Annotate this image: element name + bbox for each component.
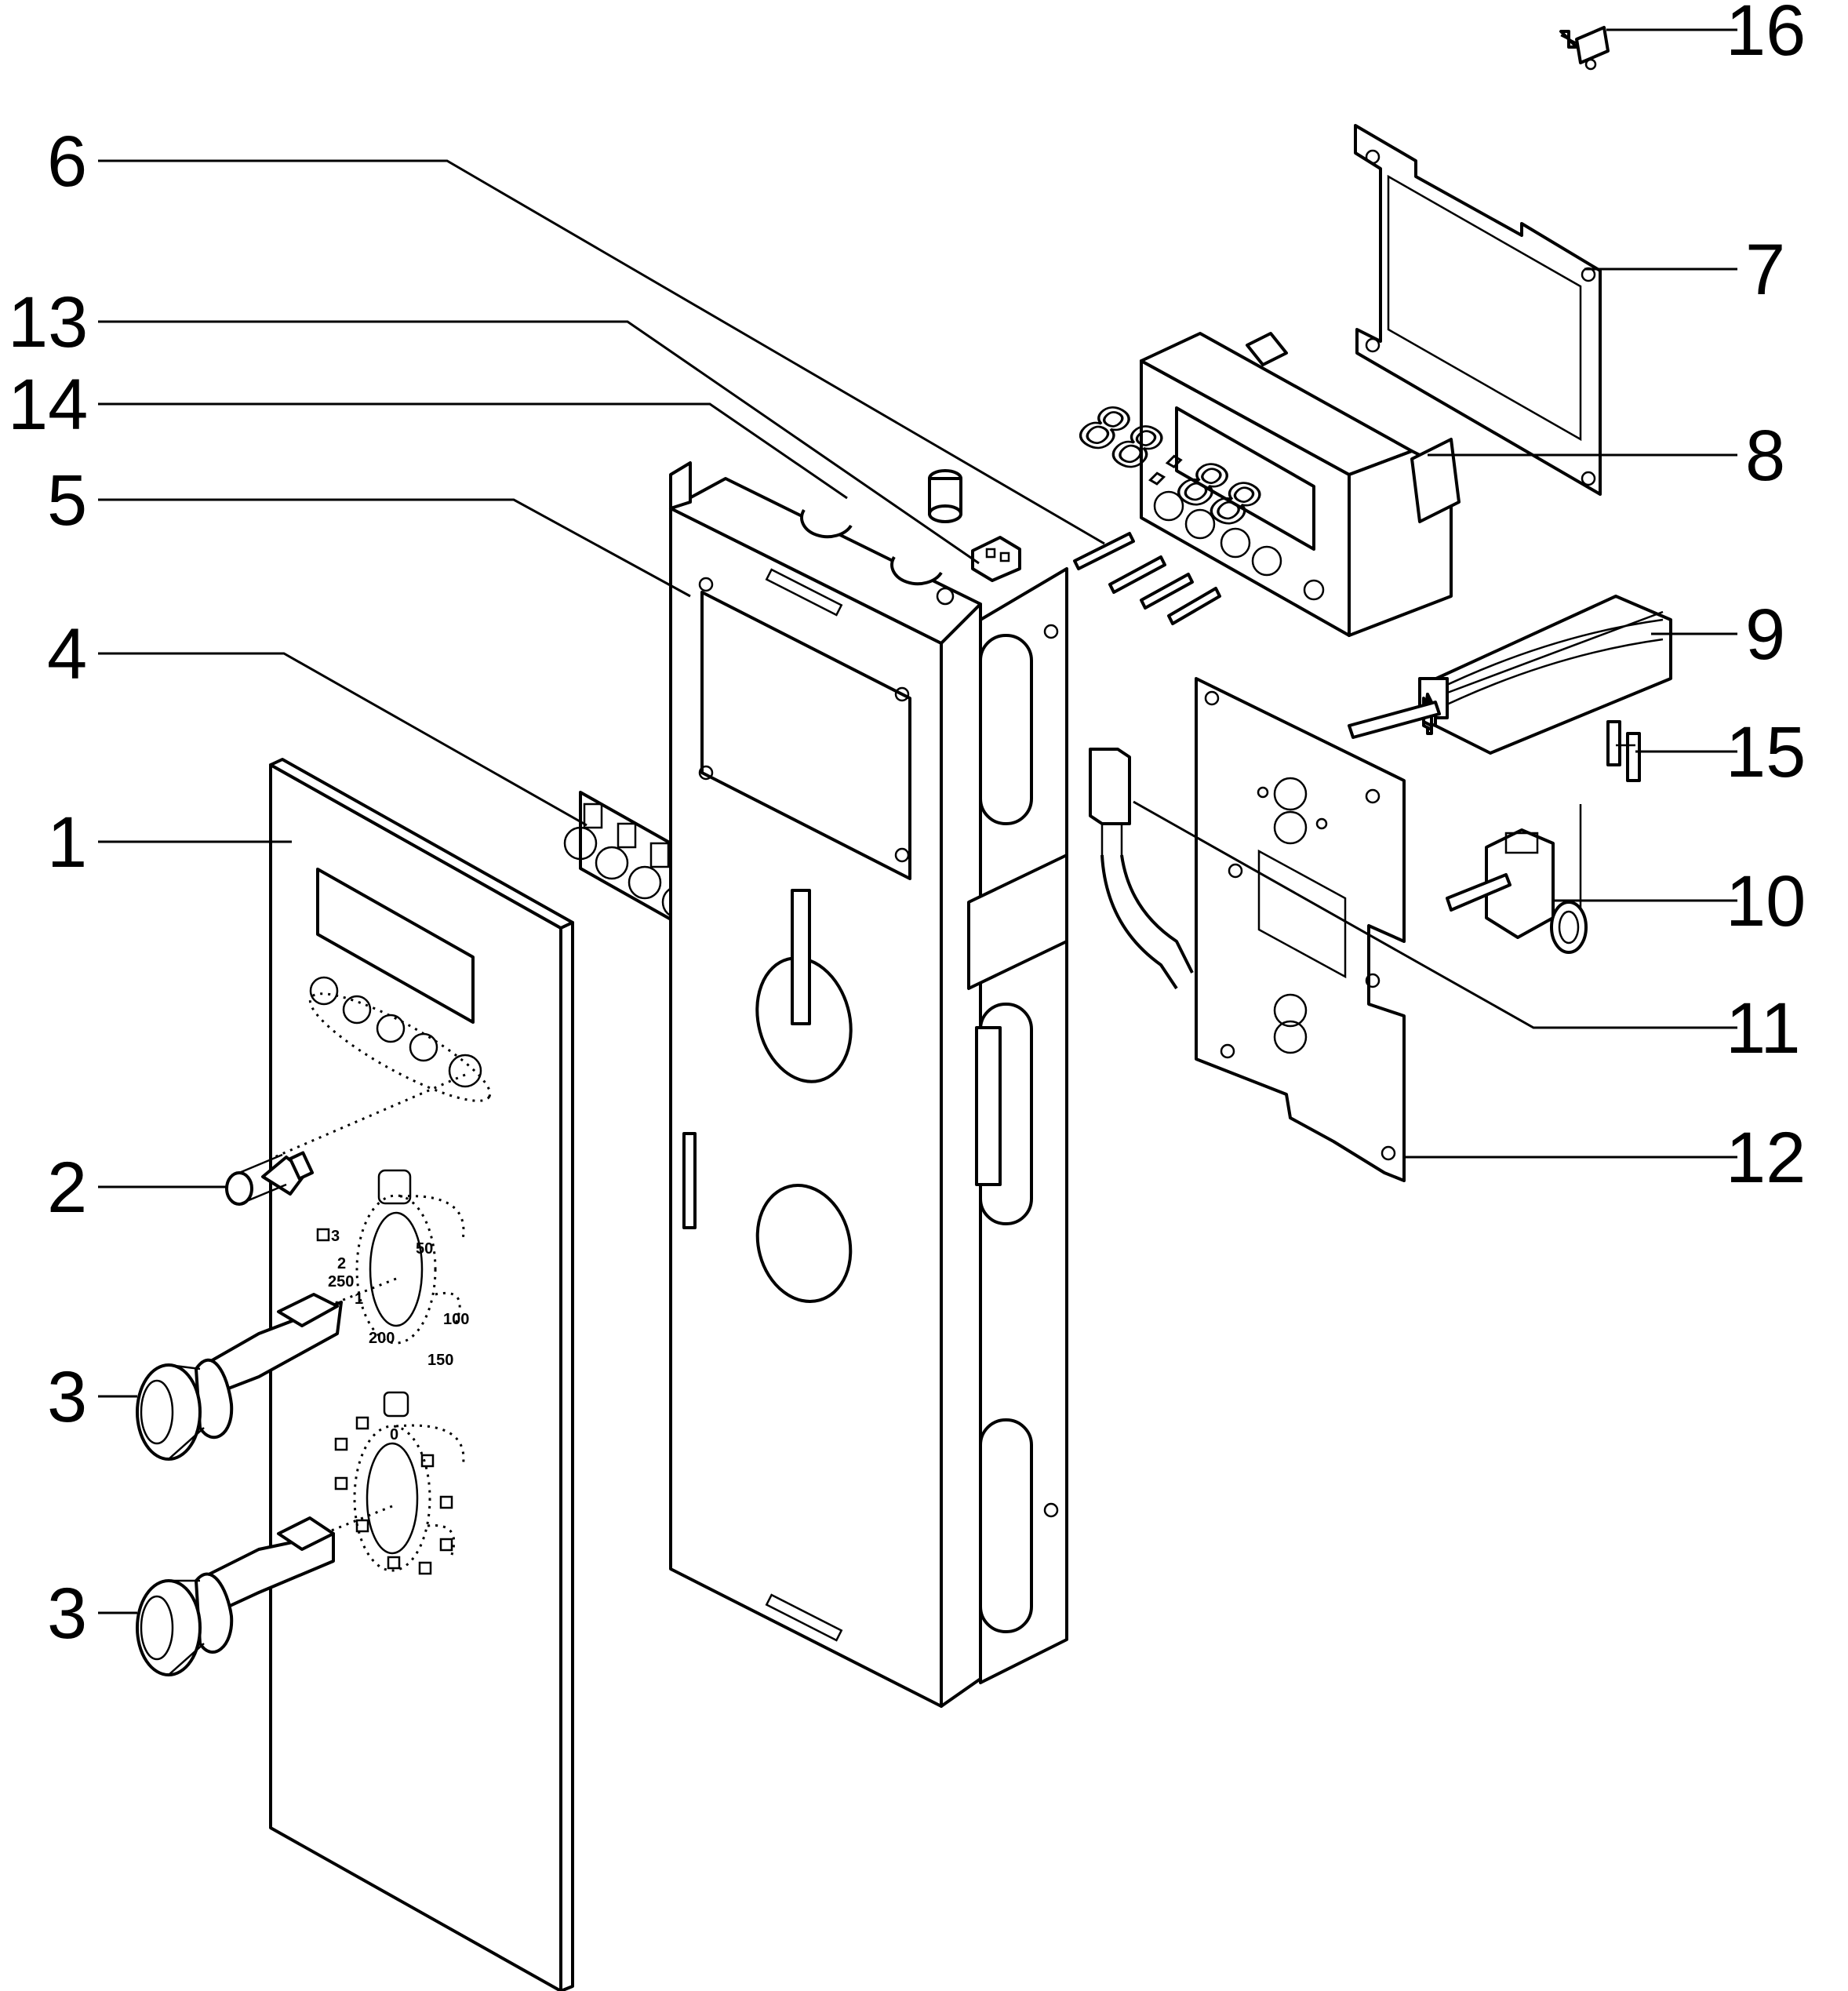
temp-label-100: 100: [443, 1311, 469, 1328]
temp-label-200: 200: [369, 1330, 395, 1347]
callout-labels: 1 2 3 3 4 5 6 7 8 9 10 11 12 13 14 15 16: [8, 0, 1806, 1654]
callout-13: 13: [8, 282, 88, 362]
callout-3a: 3: [47, 1357, 87, 1437]
temp-label-3: 3: [331, 1228, 340, 1245]
temp-label-250: 250: [328, 1273, 354, 1290]
temp-label-1: 1: [355, 1290, 363, 1308]
pin-set: [1073, 532, 1221, 625]
bushing: [928, 469, 962, 523]
wire-harness: [1089, 748, 1194, 990]
knob-upper: [136, 1293, 343, 1461]
callout-6: 6: [47, 122, 87, 202]
front-control-panel: 3 2 250 1 50 100 200 150 0: [269, 758, 574, 1991]
callout-16: 16: [1726, 0, 1806, 71]
thermostat: [1446, 804, 1588, 954]
callout-14: 14: [8, 365, 88, 445]
selector-switch: [1348, 595, 1672, 755]
temp-label-2: 2: [337, 1255, 346, 1272]
terminal-tab: [1606, 720, 1641, 782]
temp-label-50: 50: [416, 1240, 433, 1258]
callout-9: 9: [1745, 595, 1785, 675]
knob-lower: [136, 1516, 335, 1676]
temperature-dial-labels: 3 2 250 1 50 100 200 150: [316, 1228, 469, 1369]
callout-4: 4: [47, 614, 87, 694]
push-button: [225, 1151, 315, 1206]
callout-12: 12: [1726, 1118, 1806, 1198]
leader-lines: [98, 28, 1737, 1614]
callout-2: 2: [47, 1148, 87, 1228]
callout-3b: 3: [47, 1574, 87, 1654]
callout-10: 10: [1726, 861, 1806, 941]
callout-8: 8: [1745, 416, 1785, 496]
function-symbols: [334, 1416, 453, 1575]
callout-11: 11: [1726, 988, 1801, 1068]
terminal-connector: [1559, 26, 1610, 71]
temp-label-150: 150: [427, 1352, 453, 1369]
mounting-frame: [669, 461, 1068, 1708]
callout-1: 1: [47, 803, 87, 883]
mounting-plate: [1195, 677, 1406, 1182]
clock-module: 88:88: [1060, 332, 1461, 637]
function-label-0: 0: [390, 1426, 398, 1443]
small-clip: [971, 536, 1021, 582]
callout-5: 5: [47, 460, 87, 541]
callout-15: 15: [1726, 712, 1806, 792]
callout-7: 7: [1745, 230, 1785, 310]
